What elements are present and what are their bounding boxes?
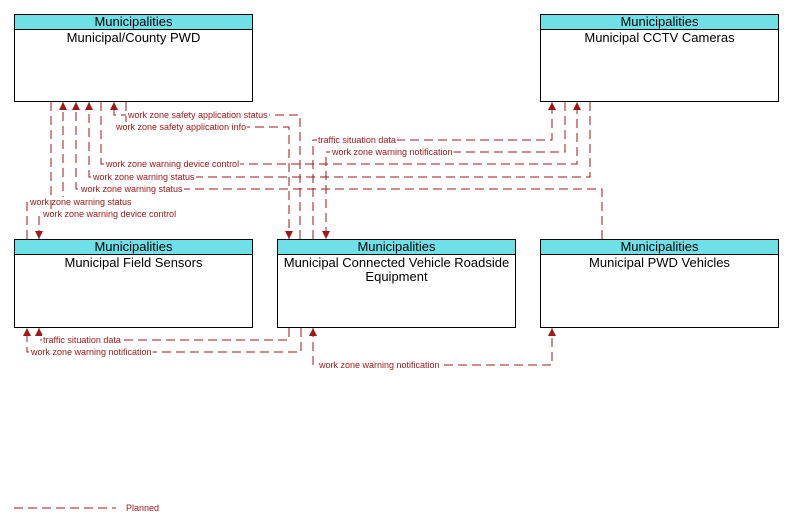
flow-label: traffic situation data [318, 135, 396, 145]
flow-label-background [29, 347, 153, 357]
flow-label: work zone safety application info [115, 122, 246, 132]
node-category: Municipalities [541, 240, 778, 255]
flow-work-zone-warning-status-cctv: work zone warning status [85, 102, 591, 182]
node-title: Municipal Field Sensors [64, 255, 203, 270]
flow-label: work zone warning notification [318, 360, 440, 370]
flow-label-background [41, 209, 178, 219]
flow-work-zone-safety-application-info: work zone safety application info [114, 102, 293, 239]
node-category: Municipalities [15, 15, 252, 30]
flow-work-zone-warning-status-vehicles: work zone warning status [72, 102, 603, 239]
node-category: Municipalities [541, 15, 778, 30]
flow-work-zone-warning-notification-cctv-rse: work zone warning notification [322, 102, 566, 239]
flow-label: work zone warning status [92, 172, 195, 182]
node-title: Municipal Connected Vehicle Roadside Equ… [283, 255, 510, 284]
flow-label: work zone safety application status [127, 110, 268, 120]
flow-work-zone-warning-status-sensors: work zone warning status [26, 102, 134, 239]
flow-label-background [42, 335, 122, 345]
flow-traffic-situation-data-to-cctv: traffic situation data [312, 102, 556, 239]
flow-label: work zone warning status [80, 184, 183, 194]
legend-planned-label: Planned [126, 503, 159, 513]
flow-label: work zone warning device control [42, 209, 176, 219]
flow-label-background [79, 184, 185, 194]
flow-label-background [317, 360, 441, 370]
node-title: Municipal PWD Vehicles [589, 255, 730, 270]
node-category: Municipalities [278, 240, 515, 255]
node-category: Municipalities [15, 240, 252, 255]
flow-work-zone-warning-device-control-to-cctv: work zone warning device control [100, 102, 581, 169]
flow-label: work zone warning notification [331, 147, 453, 157]
legend: Planned [14, 503, 161, 513]
flow-label-background [317, 135, 397, 145]
node-title: Municipal/County PWD [66, 30, 201, 45]
flow-label-background [125, 503, 161, 513]
flow-label-background [114, 122, 248, 132]
flow-label: work zone warning notification [30, 347, 152, 357]
flow-label-background [28, 197, 134, 207]
flow-label: work zone warning status [29, 197, 132, 207]
node-title: Municipal CCTV Cameras [584, 30, 735, 45]
node-municipal-pwd-vehicles: Municipalities Municipal PWD Vehicles [540, 239, 779, 328]
flow-work-zone-warning-device-control-to-sensors: work zone warning device control [35, 102, 178, 239]
node-municipal-cv-roadside-equipment: Municipalities Municipal Connected Vehic… [277, 239, 516, 328]
node-municipal-cctv-cameras: Municipalities Municipal CCTV Cameras [540, 14, 779, 102]
flow-work-zone-warning-notification-rse-sensors: work zone warning notification [23, 328, 302, 357]
flow-label-background [330, 147, 454, 157]
flow-work-zone-warning-notification-rse-vehicles: work zone warning notification [309, 328, 556, 370]
flow-label: work zone warning device control [105, 159, 239, 169]
flow-label-background [104, 159, 241, 169]
flow-label: traffic situation data [43, 335, 121, 345]
node-municipal-field-sensors: Municipalities Municipal Field Sensors [14, 239, 253, 328]
node-municipal-county-pwd: Municipalities Municipal/County PWD [14, 14, 253, 102]
flow-label-background [126, 110, 270, 120]
flow-traffic-situation-data-to-sensors: traffic situation data [35, 328, 290, 345]
flow-label-background [91, 172, 197, 182]
